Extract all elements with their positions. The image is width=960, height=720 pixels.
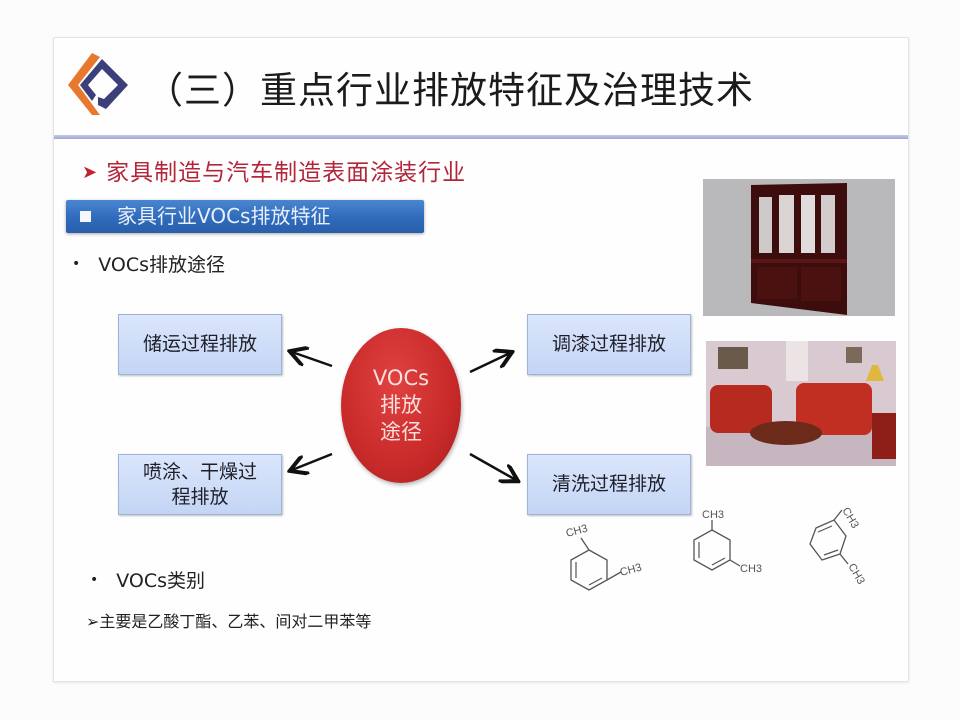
svg-text:CH3: CH3 [845, 562, 866, 587]
section-header-bar: 家具行业VOCs排放特征 [66, 200, 424, 233]
slide-title: （三）重点行业排放特征及治理技术 [146, 69, 754, 112]
square-bullet-icon [80, 211, 91, 222]
svg-text:CH3: CH3 [740, 563, 762, 575]
cabinet-photo [703, 179, 895, 316]
bullet-text: VOCs排放途径 [98, 254, 226, 276]
voc-category-note: ➢主要是乙酸丁酯、乙苯、间对二甲苯等 [86, 608, 371, 632]
xylene-structure-1-icon: CH3 CH3 [565, 523, 643, 591]
slide: （三）重点行业排放特征及治理技术 ➤ 家具制造与汽车制造表面涂装行业 家具行业VO… [53, 37, 909, 682]
box-paint-mixing-emission: 调漆过程排放 [527, 314, 691, 375]
box-storage-transport-emission: 储运过程排放 [118, 314, 282, 375]
svg-text:CH3: CH3 [619, 562, 643, 579]
box-label-line-1: 喷涂、干燥过 [142, 460, 257, 483]
bullet-voc-categories: • VOCs类别 [90, 566, 205, 593]
ellipse-line-3: 途径 [380, 420, 422, 444]
sofa-room-photo [706, 341, 896, 466]
box-spraying-drying-emission: 喷涂、干燥过 程排放 [118, 454, 282, 515]
subtitle-text: 家具制造与汽车制造表面涂装行业 [106, 160, 467, 186]
ellipse-line-2: 排放 [380, 393, 422, 417]
box-label: 清洗过程排放 [551, 473, 666, 495]
bullet-dot-icon: • [72, 256, 81, 272]
xylene-structure-2-icon: CH3 CH3 [693, 509, 762, 575]
company-logo-icon [68, 53, 128, 115]
bullet-text: VOCs类别 [116, 570, 206, 592]
sofa-image-icon [706, 341, 896, 466]
xylene-structure-3-icon: CH3 CH3 [809, 506, 867, 587]
cabinet-image-icon [703, 179, 895, 316]
svg-text:CH3: CH3 [839, 506, 860, 531]
title-divider [54, 135, 908, 139]
box-label-line-2: 程排放 [171, 485, 229, 508]
box-label: 储运过程排放 [142, 333, 257, 355]
bullet-emission-pathways: • VOCs排放途径 [72, 250, 225, 277]
arrow-bullet-icon: ➤ [82, 162, 99, 183]
center-ellipse-voc-pathways: VOCs 排放 途径 [341, 328, 461, 483]
section-subtitle: ➤ 家具制造与汽车制造表面涂装行业 [82, 153, 466, 187]
svg-text:CH3: CH3 [702, 509, 724, 521]
svg-text:CH3: CH3 [565, 523, 589, 540]
bullet-dot-icon: • [90, 572, 99, 588]
box-label: 调漆过程排放 [551, 333, 666, 355]
ellipse-line-1: VOCs [372, 366, 430, 390]
box-cleaning-emission: 清洗过程排放 [527, 454, 691, 515]
note-text: 主要是乙酸丁酯、乙苯、间对二甲苯等 [99, 612, 372, 631]
arrow-bullet-icon: ➢ [86, 612, 100, 631]
section-header-text: 家具行业VOCs排放特征 [117, 204, 331, 228]
